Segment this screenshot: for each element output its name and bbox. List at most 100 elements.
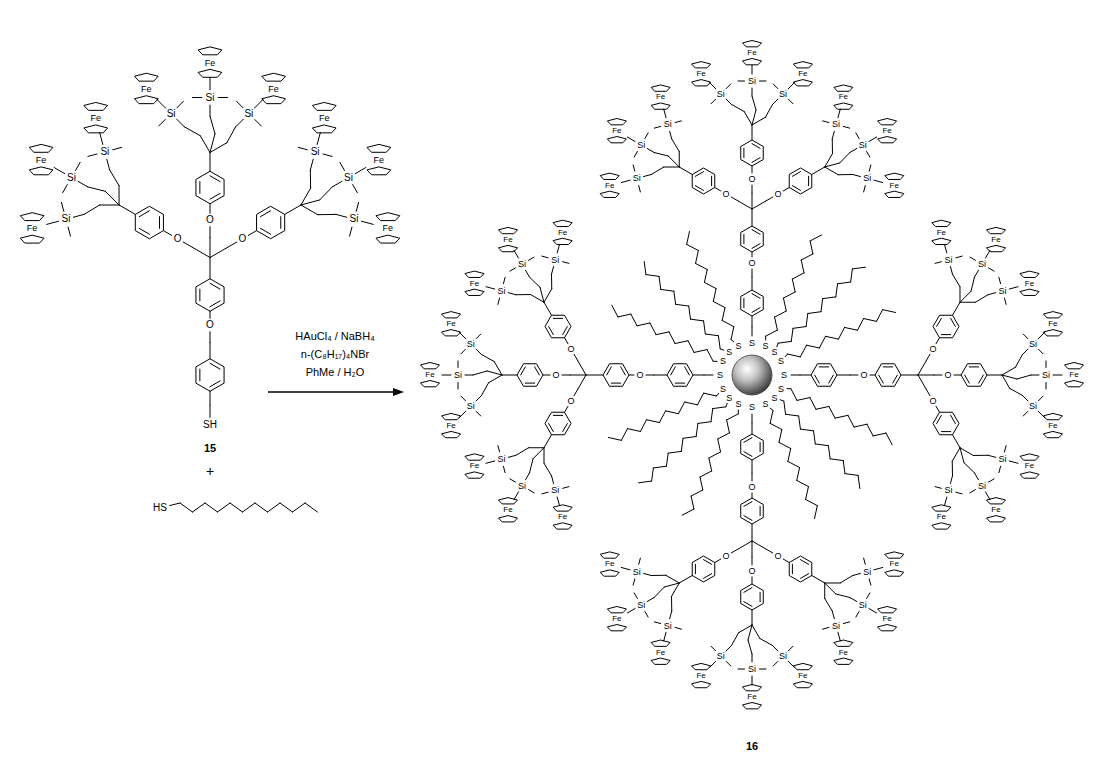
bond-line [629, 375, 634, 376]
bond-line [645, 133, 648, 139]
bond-line [812, 167, 825, 175]
bond-line [651, 575, 666, 576]
cyclopentadienyl-ring [742, 685, 761, 691]
bond-line [618, 314, 631, 317]
bond-line [210, 105, 211, 116]
silicon-label: Si [716, 652, 726, 661]
bond-line [666, 411, 679, 414]
iron-label: Fe [695, 672, 706, 680]
bond-line [854, 424, 867, 427]
bond-line [574, 354, 578, 361]
bond-line [944, 244, 946, 253]
bond-line [628, 429, 641, 432]
oxygen-label: O [238, 234, 248, 244]
silicon-label: Si [858, 601, 868, 610]
bond-line [819, 336, 825, 348]
bond-line [627, 609, 635, 614]
silicon-label: Si [862, 174, 872, 183]
benzene-ring [741, 140, 764, 166]
bond-line [838, 282, 851, 284]
bond-line [791, 389, 797, 401]
bond-line [1015, 354, 1022, 367]
bond-line [738, 201, 752, 209]
bond-line [970, 257, 976, 260]
iron-label: Fe [557, 229, 568, 237]
cyclopentadienyl-ring [986, 516, 1005, 522]
bond-line [1046, 361, 1047, 368]
plus-sign: + [205, 464, 215, 478]
sulfur-label: S [777, 357, 785, 366]
bond-line [1009, 461, 1018, 463]
cyclopentadienyl-ring [885, 173, 904, 179]
cyclopentadienyl-ring [198, 47, 222, 55]
bond-line [704, 321, 706, 334]
bond-line [823, 297, 836, 299]
sulfur-label: S [777, 384, 785, 393]
cyclopentadienyl-ring [834, 640, 853, 646]
reaction-arrow [268, 391, 395, 392]
iron-label: Fe [604, 560, 615, 568]
bond-line [799, 416, 801, 429]
bond-line [280, 217, 281, 229]
bond-line [489, 375, 502, 383]
bond-line [350, 227, 352, 236]
cyclopentadienyl-ring [986, 498, 1005, 504]
bond-line [814, 431, 816, 444]
bond-line [668, 156, 679, 167]
bond-line [243, 503, 256, 512]
bond-line [726, 99, 732, 105]
cyclopentadienyl-ring [553, 505, 572, 511]
bond-line [952, 448, 960, 461]
bond-line [709, 452, 721, 458]
bond-line [956, 256, 962, 258]
bond-line [76, 162, 81, 170]
bond-line [280, 503, 293, 512]
bond-line [986, 492, 991, 500]
bond-line [248, 231, 256, 236]
bond-line [210, 153, 211, 172]
bond-line [675, 121, 681, 123]
thiol-label: HS [152, 503, 168, 513]
bond-line [710, 83, 716, 89]
bond-line [647, 420, 660, 423]
bond-line [840, 575, 852, 582]
iron-label: Fe [1047, 320, 1058, 328]
cyclopentadienyl-ring [376, 235, 400, 243]
bond-line [752, 88, 753, 96]
benzene-ring [933, 315, 959, 338]
bond-line [810, 398, 816, 410]
oxygen-label: O [722, 190, 731, 199]
bond-line [726, 661, 731, 666]
bond-line [676, 304, 689, 306]
oxygen-label: O [551, 371, 560, 380]
bond-line [851, 269, 853, 282]
iron-label: Fe [469, 462, 480, 470]
silicon-label: Si [1028, 339, 1038, 348]
bond-line [544, 435, 552, 448]
bond-line [973, 455, 988, 456]
bond-line [883, 366, 892, 367]
bond-line [476, 334, 481, 339]
sulfur-label: S [762, 400, 770, 409]
silicon-label: Si [632, 174, 642, 183]
bond-line [752, 577, 753, 584]
bond-line [653, 466, 666, 468]
bond-line [656, 332, 669, 335]
bond-line [783, 298, 786, 311]
cyclopentadienyl-ring [262, 73, 286, 81]
iron-label: Fe [90, 114, 103, 123]
bond-line [953, 302, 961, 315]
bond-line [672, 139, 679, 151]
bond-line [177, 101, 184, 108]
bond-line [193, 503, 206, 512]
bond-line [578, 361, 586, 375]
bond-line [726, 646, 732, 652]
bond-line [711, 99, 716, 104]
cyclopentadienyl-ring [134, 96, 158, 104]
bond-line [969, 366, 978, 367]
cyclopentadienyl-ring [793, 681, 812, 687]
bond-line [210, 343, 211, 359]
cyclopentadienyl-ring [607, 607, 626, 613]
bond-line [760, 592, 761, 601]
bond-line [709, 458, 712, 471]
